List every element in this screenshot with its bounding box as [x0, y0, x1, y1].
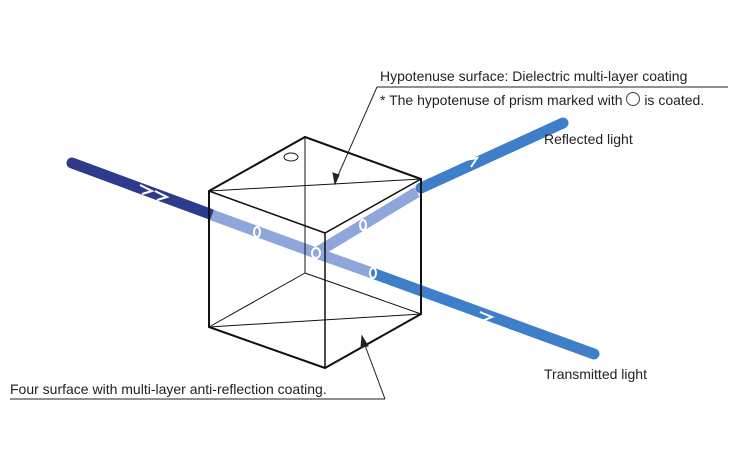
marker-ring — [311, 247, 321, 259]
inside-beam-incident — [210, 209, 318, 259]
marker-ring — [369, 267, 377, 279]
note-suffix: is coated. — [644, 92, 705, 108]
coated-mark-icon — [283, 152, 299, 162]
transmitted-arrow-icon — [479, 311, 495, 322]
prism-cube — [208, 135, 422, 370]
hypotenuse-arrow-icon — [332, 172, 340, 186]
circle-mark-icon — [626, 92, 641, 106]
four-surface-leader — [362, 339, 386, 400]
beams — [66, 117, 600, 360]
hypotenuse-lines — [208, 178, 422, 328]
reflected-beam — [415, 117, 569, 194]
coating-note: * The hypotenuse of prism marked with is… — [380, 92, 704, 108]
cube-front-edges — [208, 178, 422, 368]
note-prefix: * The hypotenuse of prism marked with — [380, 92, 623, 108]
incident-beam — [66, 157, 216, 220]
hypotenuse-label: Hypotenuse surface: Dielectric multi-lay… — [380, 68, 688, 84]
incident-arrow-icon — [139, 184, 170, 201]
four-surface-label: Four surface with multi-layer anti-refle… — [10, 381, 327, 397]
marker-ring — [359, 219, 367, 231]
reflected-light-label: Reflected light — [544, 131, 633, 147]
four-surface-arrow-icon — [360, 334, 369, 348]
hypotenuse-leader — [335, 86, 378, 181]
transmitted-light-label: Transmitted light — [544, 366, 647, 382]
reflected-arrow-icon — [464, 156, 480, 168]
marker-ring — [253, 226, 261, 238]
callouts — [10, 86, 728, 400]
inside-beam-transmitted — [314, 247, 377, 280]
coating-markers — [253, 219, 377, 279]
cube-hidden-edges — [208, 137, 422, 328]
